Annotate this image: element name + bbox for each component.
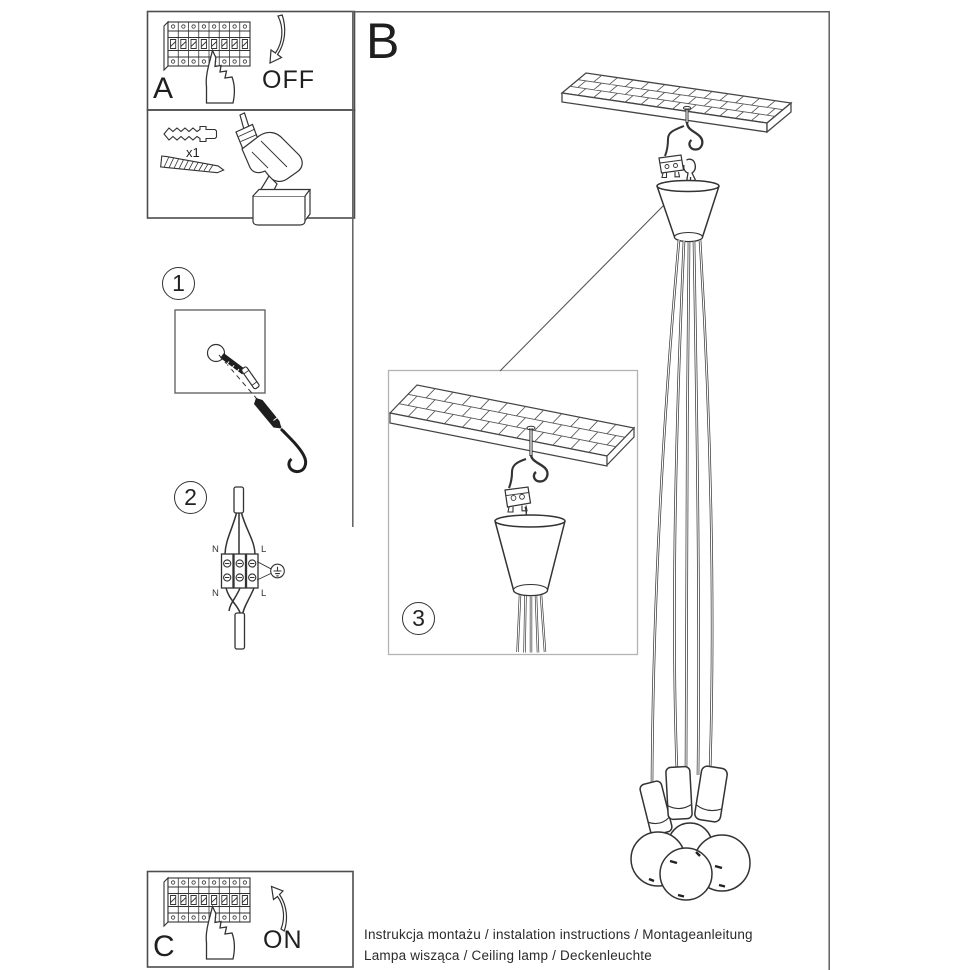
pendant-cables-illustration <box>650 239 714 786</box>
ceiling-panel-illustration <box>560 72 793 134</box>
detail-canopy <box>494 514 566 597</box>
arrow-down-icon <box>269 14 286 64</box>
circuit-breaker-on-illustration <box>163 877 251 960</box>
canopy-illustration <box>656 179 720 243</box>
tools-box <box>146 109 356 219</box>
off-label: OFF <box>262 66 315 94</box>
section-c-label: C <box>153 930 175 963</box>
step-3-badge: 3 <box>402 602 435 635</box>
zoom-pointer-line <box>499 202 667 372</box>
power-on-box <box>146 870 354 968</box>
wiring-diagram-illustration <box>220 486 285 650</box>
ground-symbol-icon <box>270 563 285 579</box>
detail-cables <box>516 594 547 653</box>
step-2-number: 2 <box>184 484 197 510</box>
quantity-label: x1 <box>186 145 200 160</box>
pointing-hand-icon <box>205 48 236 104</box>
step-1-number: 1 <box>172 270 185 296</box>
footer-caption-line2: Lampa wisząca / Ceiling lamp / Deckenleu… <box>364 948 652 963</box>
screw-illustration <box>160 155 225 174</box>
detail-ceiling-panel <box>388 384 636 467</box>
circuit-breaker-off-illustration <box>163 20 251 104</box>
step-3-number: 3 <box>412 605 425 631</box>
hook-mounting-illustration <box>174 309 308 474</box>
drill-illustration <box>235 112 312 226</box>
detail-hook-assembly <box>504 425 549 519</box>
wire-neutral-top-label: N <box>212 544 219 555</box>
wire-live-bottom-label: L <box>261 588 267 599</box>
arrow-up-icon <box>270 885 288 932</box>
bulb-cluster-illustration <box>630 765 751 901</box>
wall-plug-illustration <box>163 125 218 143</box>
section-b-label: B <box>366 13 400 69</box>
section-a-label: A <box>153 72 174 105</box>
layout-frames <box>146 10 830 970</box>
wire-neutral-bottom-label: N <box>212 588 219 599</box>
drill-hole-icon <box>206 343 226 363</box>
detail-inset-box <box>387 369 639 656</box>
step-2-badge: 2 <box>174 481 207 514</box>
on-label: ON <box>263 926 303 954</box>
wire-live-top-label: L <box>261 544 267 555</box>
footer-caption-line1: Instrukcja montażu / instalation instruc… <box>364 927 753 942</box>
hook-hanger-illustration <box>658 105 704 185</box>
main-section-frame <box>352 11 830 970</box>
step-1-badge: 1 <box>162 267 195 300</box>
